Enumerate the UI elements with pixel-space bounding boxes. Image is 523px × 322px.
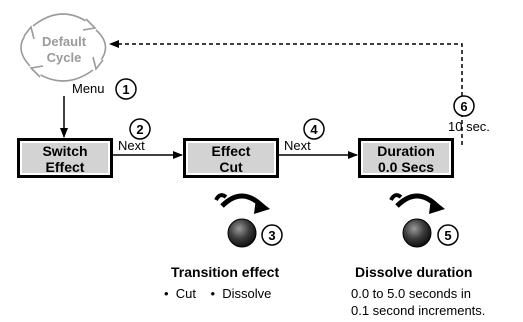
step-2-number: 2 xyxy=(136,121,144,137)
step-1-number: 1 xyxy=(122,81,130,97)
step-5-circle xyxy=(437,224,459,246)
switch-effect-box xyxy=(17,138,113,178)
next-label-2: Next xyxy=(284,138,311,153)
step-circles xyxy=(115,78,475,246)
transition-effect-title: Transition effect xyxy=(171,264,280,280)
timeout-return-arrow xyxy=(109,40,463,145)
default-cycle-label: Default Cycle xyxy=(34,34,94,66)
effect-cut-label: Effect Cut xyxy=(187,143,275,175)
step-5-number: 5 xyxy=(444,227,452,243)
switch-effect-label: Switch Effect xyxy=(21,143,109,175)
step-6-number: 6 xyxy=(460,98,468,114)
step-4-number: 4 xyxy=(310,121,318,137)
step-3-circle xyxy=(261,224,283,246)
duration-label: Duration 0.0 Secs xyxy=(362,143,450,175)
default-cycle-line2: Cycle xyxy=(46,50,82,65)
duration-line2: 0.0 Secs xyxy=(377,159,435,175)
dissolve-duration-line2: 0.1 second increments. xyxy=(351,303,486,318)
step-1-circle xyxy=(115,78,137,100)
next-label-1: Next xyxy=(118,138,145,153)
step-6-circle xyxy=(453,95,475,117)
timeout-label: 10 sec. xyxy=(448,119,490,134)
step-2-circle xyxy=(129,118,151,140)
switch-effect-line2: Effect xyxy=(45,159,85,175)
transition-effect-options: • Cut • Dissolve xyxy=(164,286,272,301)
rotary-knob-icon-2 xyxy=(389,193,445,248)
step-4-circle xyxy=(303,118,325,140)
dissolve-duration-line1: 0.0 to 5.0 seconds in xyxy=(351,286,471,301)
effect-cut-line1: Effect xyxy=(211,143,251,159)
duration-box xyxy=(358,138,454,178)
effect-cut-line2: Cut xyxy=(219,159,243,175)
step-3-number: 3 xyxy=(268,227,276,243)
default-cycle-icon xyxy=(20,13,107,82)
default-cycle-line1: Default xyxy=(41,34,87,49)
dissolve-duration-title: Dissolve duration xyxy=(355,264,473,280)
effect-cut-box xyxy=(183,138,279,178)
duration-line1: Duration xyxy=(377,143,435,159)
switch-effect-line1: Switch xyxy=(42,143,88,159)
rotary-knob-icon-1 xyxy=(214,193,270,248)
menu-label: Menu xyxy=(72,81,105,96)
